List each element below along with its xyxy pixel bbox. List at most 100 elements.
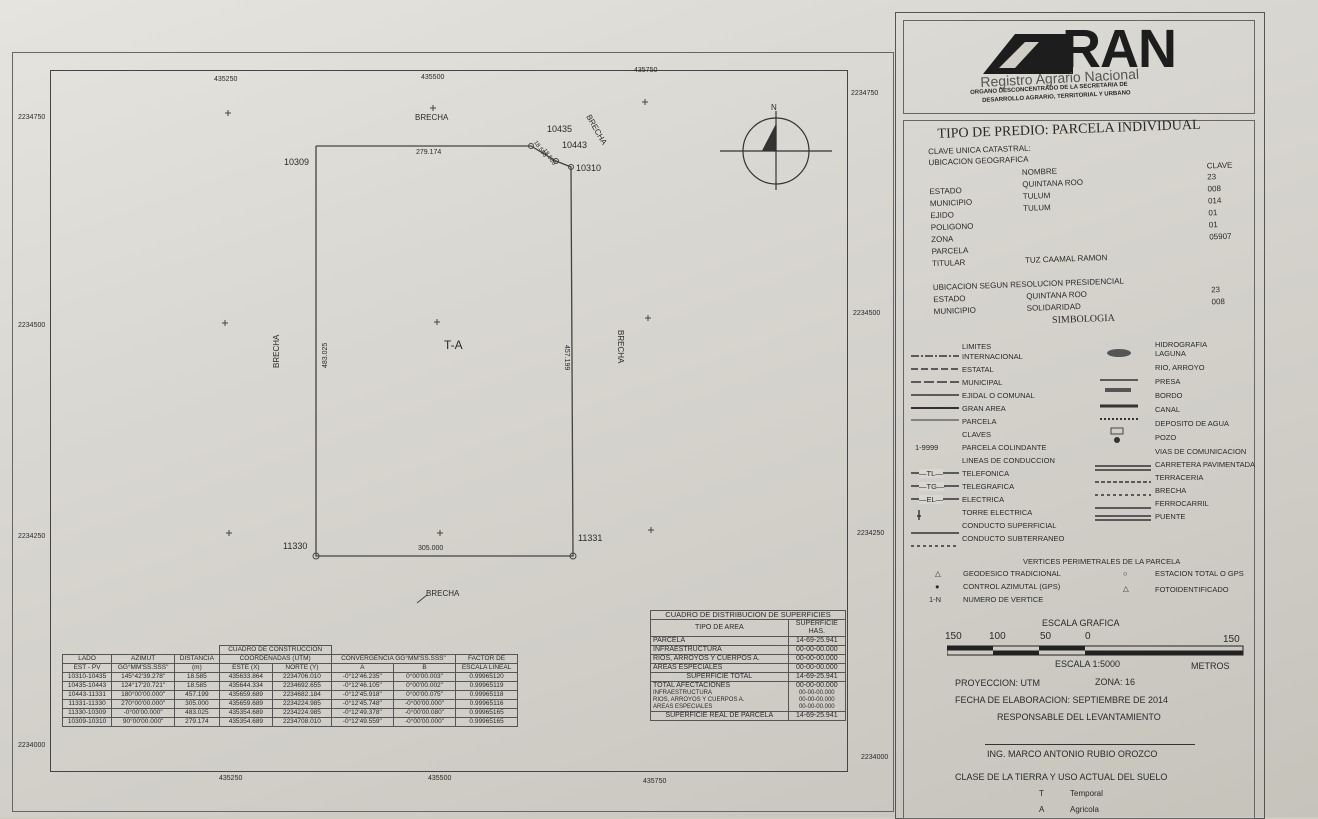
map-frame	[50, 70, 848, 772]
header-azimut: AZIMUT	[111, 654, 176, 664]
cell: -0°00'00.000"	[111, 708, 176, 718]
scale-tick: 0	[1085, 631, 1091, 642]
legend-colindante-code: 1-9999	[915, 443, 939, 452]
info-row-name: TULUM	[1022, 190, 1051, 201]
real-label: SUPERFICIE REAL DE PARCELA	[650, 711, 789, 721]
legend-item: EJIDAL O COMUNAL	[962, 391, 1035, 400]
distribution-h-has: HAS.	[808, 628, 825, 635]
triangle-icon: △	[1123, 584, 1129, 593]
header-factor: FACTOR DE	[455, 654, 518, 664]
info-block: TIPO DE PREDIO: PARCELA INDIVIDUAL CLAVE…	[905, 108, 1262, 340]
table-row: TOTAL AFECTACIONES INFRAESTRUCTURA RIOS,…	[650, 681, 847, 712]
scale-title: ESCALA GRAFICA	[1042, 618, 1120, 628]
res-row-name: QUINTANA ROO	[1026, 289, 1088, 301]
distribution-table: CUADRO DE DISTRIBUCION DE SUPERFICIES TI…	[650, 610, 847, 721]
legend-item: TELEFONICA	[962, 469, 1010, 478]
cell: 0.99965120	[455, 672, 518, 682]
afect-value: 00-00-00.000	[798, 697, 835, 703]
cell: 18.585	[174, 672, 220, 682]
header-coordenadas: COORDENADAS (UTM)	[218, 654, 332, 664]
legend-item: CONTROL AZIMUTAL (GPS)	[963, 582, 1061, 591]
legend-item: PARCELA COLINDANTE	[962, 443, 1047, 452]
subheader-m: (m)	[174, 663, 220, 673]
distance-right: 457.199	[563, 345, 570, 371]
coord-bottom-2: 435500	[428, 775, 452, 782]
cell: 0°00'00.002"	[392, 681, 457, 691]
info-row-name: TULUM	[1023, 202, 1051, 213]
coord-bottom-1: 435250	[219, 775, 243, 782]
cell: 11330-10309	[61, 708, 113, 718]
cell: 279.174	[174, 717, 220, 727]
nombre-header: NOMBRE	[1021, 166, 1058, 177]
afect-item: INFRAESTRUCTURA	[653, 690, 713, 696]
cell: 2234224.985	[272, 699, 332, 709]
subheader-b: B	[392, 663, 457, 673]
cell: 14-69-25.941	[787, 672, 847, 682]
coord-left-1: 2234750	[18, 114, 46, 121]
presa-symbol	[1105, 388, 1131, 392]
cell: 2234224.985	[272, 708, 332, 718]
simbologia-title: SIMBOLOGIA	[1051, 312, 1116, 326]
north-arrow	[720, 111, 832, 190]
scale-block: ESCALA GRAFICA 150 100 50 0 150 ESCALA 1…	[905, 612, 1255, 817]
construction-table: CUADRO DE CONSTRUCCION LADO AZIMUT DISTA…	[61, 645, 518, 727]
sheet-frame	[12, 52, 894, 812]
distribution-h-sup-label: SUPERFICIE	[795, 620, 838, 627]
cell: 145°42'39.278"	[111, 672, 176, 682]
res-row-code: 23	[1210, 285, 1221, 295]
legend-item: NUMERO DE VERTICE	[963, 595, 1044, 604]
predio-title: TIPO DE PREDIO: PARCELA INDIVIDUAL	[937, 117, 1201, 142]
header-convergencia: CONVERGENCIA GG°MM'SS.SSS"	[330, 654, 457, 664]
legend-tg-code: —TG—	[919, 482, 945, 491]
legend-item: TERRACERIA	[1155, 473, 1204, 482]
coord-right-4: 2234000	[861, 754, 889, 761]
legend-el-code: —EL—	[919, 495, 944, 504]
cell: 10435-10443	[61, 681, 113, 691]
cell: AREAS ESPECIALES	[650, 663, 789, 673]
coord-right-3: 2234250	[857, 530, 885, 537]
legend-item: LAGUNA	[1155, 349, 1186, 358]
cell: -0°12'49.378"	[330, 708, 394, 718]
cell: 0°00'00.003"	[392, 672, 457, 682]
cell: -0°12'45.748"	[330, 699, 394, 709]
info-row-code: 014	[1207, 196, 1222, 206]
subheader-a: A	[330, 663, 394, 673]
coord-left-4: 2234000	[18, 742, 46, 749]
cell: 11331-11330	[61, 699, 113, 709]
vert-code: 1-N	[929, 595, 942, 604]
brecha-left: BRECHA	[272, 334, 281, 368]
info-row-label: TITULAR	[931, 257, 966, 269]
legend-item: CANAL	[1155, 405, 1181, 414]
afectaciones-values: 00-00-00.000 00-00-00.000 00-00-00.000 0…	[787, 681, 847, 712]
clase-uso: CLASE DE LA TIERRA Y USO ACTUAL DEL SUEL…	[955, 772, 1168, 782]
cell: RIOS, ARROYOS Y CUERPOS A.	[650, 654, 789, 664]
cell: 435354.689	[218, 717, 274, 727]
pozo-symbol	[1114, 437, 1120, 443]
circle-icon: ○	[1123, 569, 1128, 578]
vertex-marker	[553, 158, 559, 164]
legend-item: ESTACION TOTAL O GPS	[1155, 569, 1244, 578]
afect-value: 00-00-00.000	[798, 690, 835, 696]
cell: 435659.689	[218, 699, 274, 709]
ingeniero: ING. MARCO ANTONIO RUBIO OROZCO	[987, 749, 1158, 759]
legend-item: GEODESICO TRADICIONAL	[963, 569, 1061, 578]
cell: 00-00-00.000	[787, 654, 847, 664]
cell: 124°17'20.721"	[111, 681, 176, 691]
legend-item: VIAS DE COMUNICACION	[1155, 447, 1247, 456]
proyeccion: PROYECCION: UTM	[955, 678, 1041, 688]
distance-bottom: 305.000	[418, 545, 444, 552]
header-distancia: DISTANCIA	[174, 654, 220, 664]
cell: INFRAESTRUCTURA	[650, 645, 789, 655]
cell: 2234692.655	[272, 681, 332, 691]
cell: 483.025	[174, 708, 220, 718]
fecha: FECHA DE ELABORACION: SEPTIEMBRE DE 2014	[955, 695, 1169, 705]
